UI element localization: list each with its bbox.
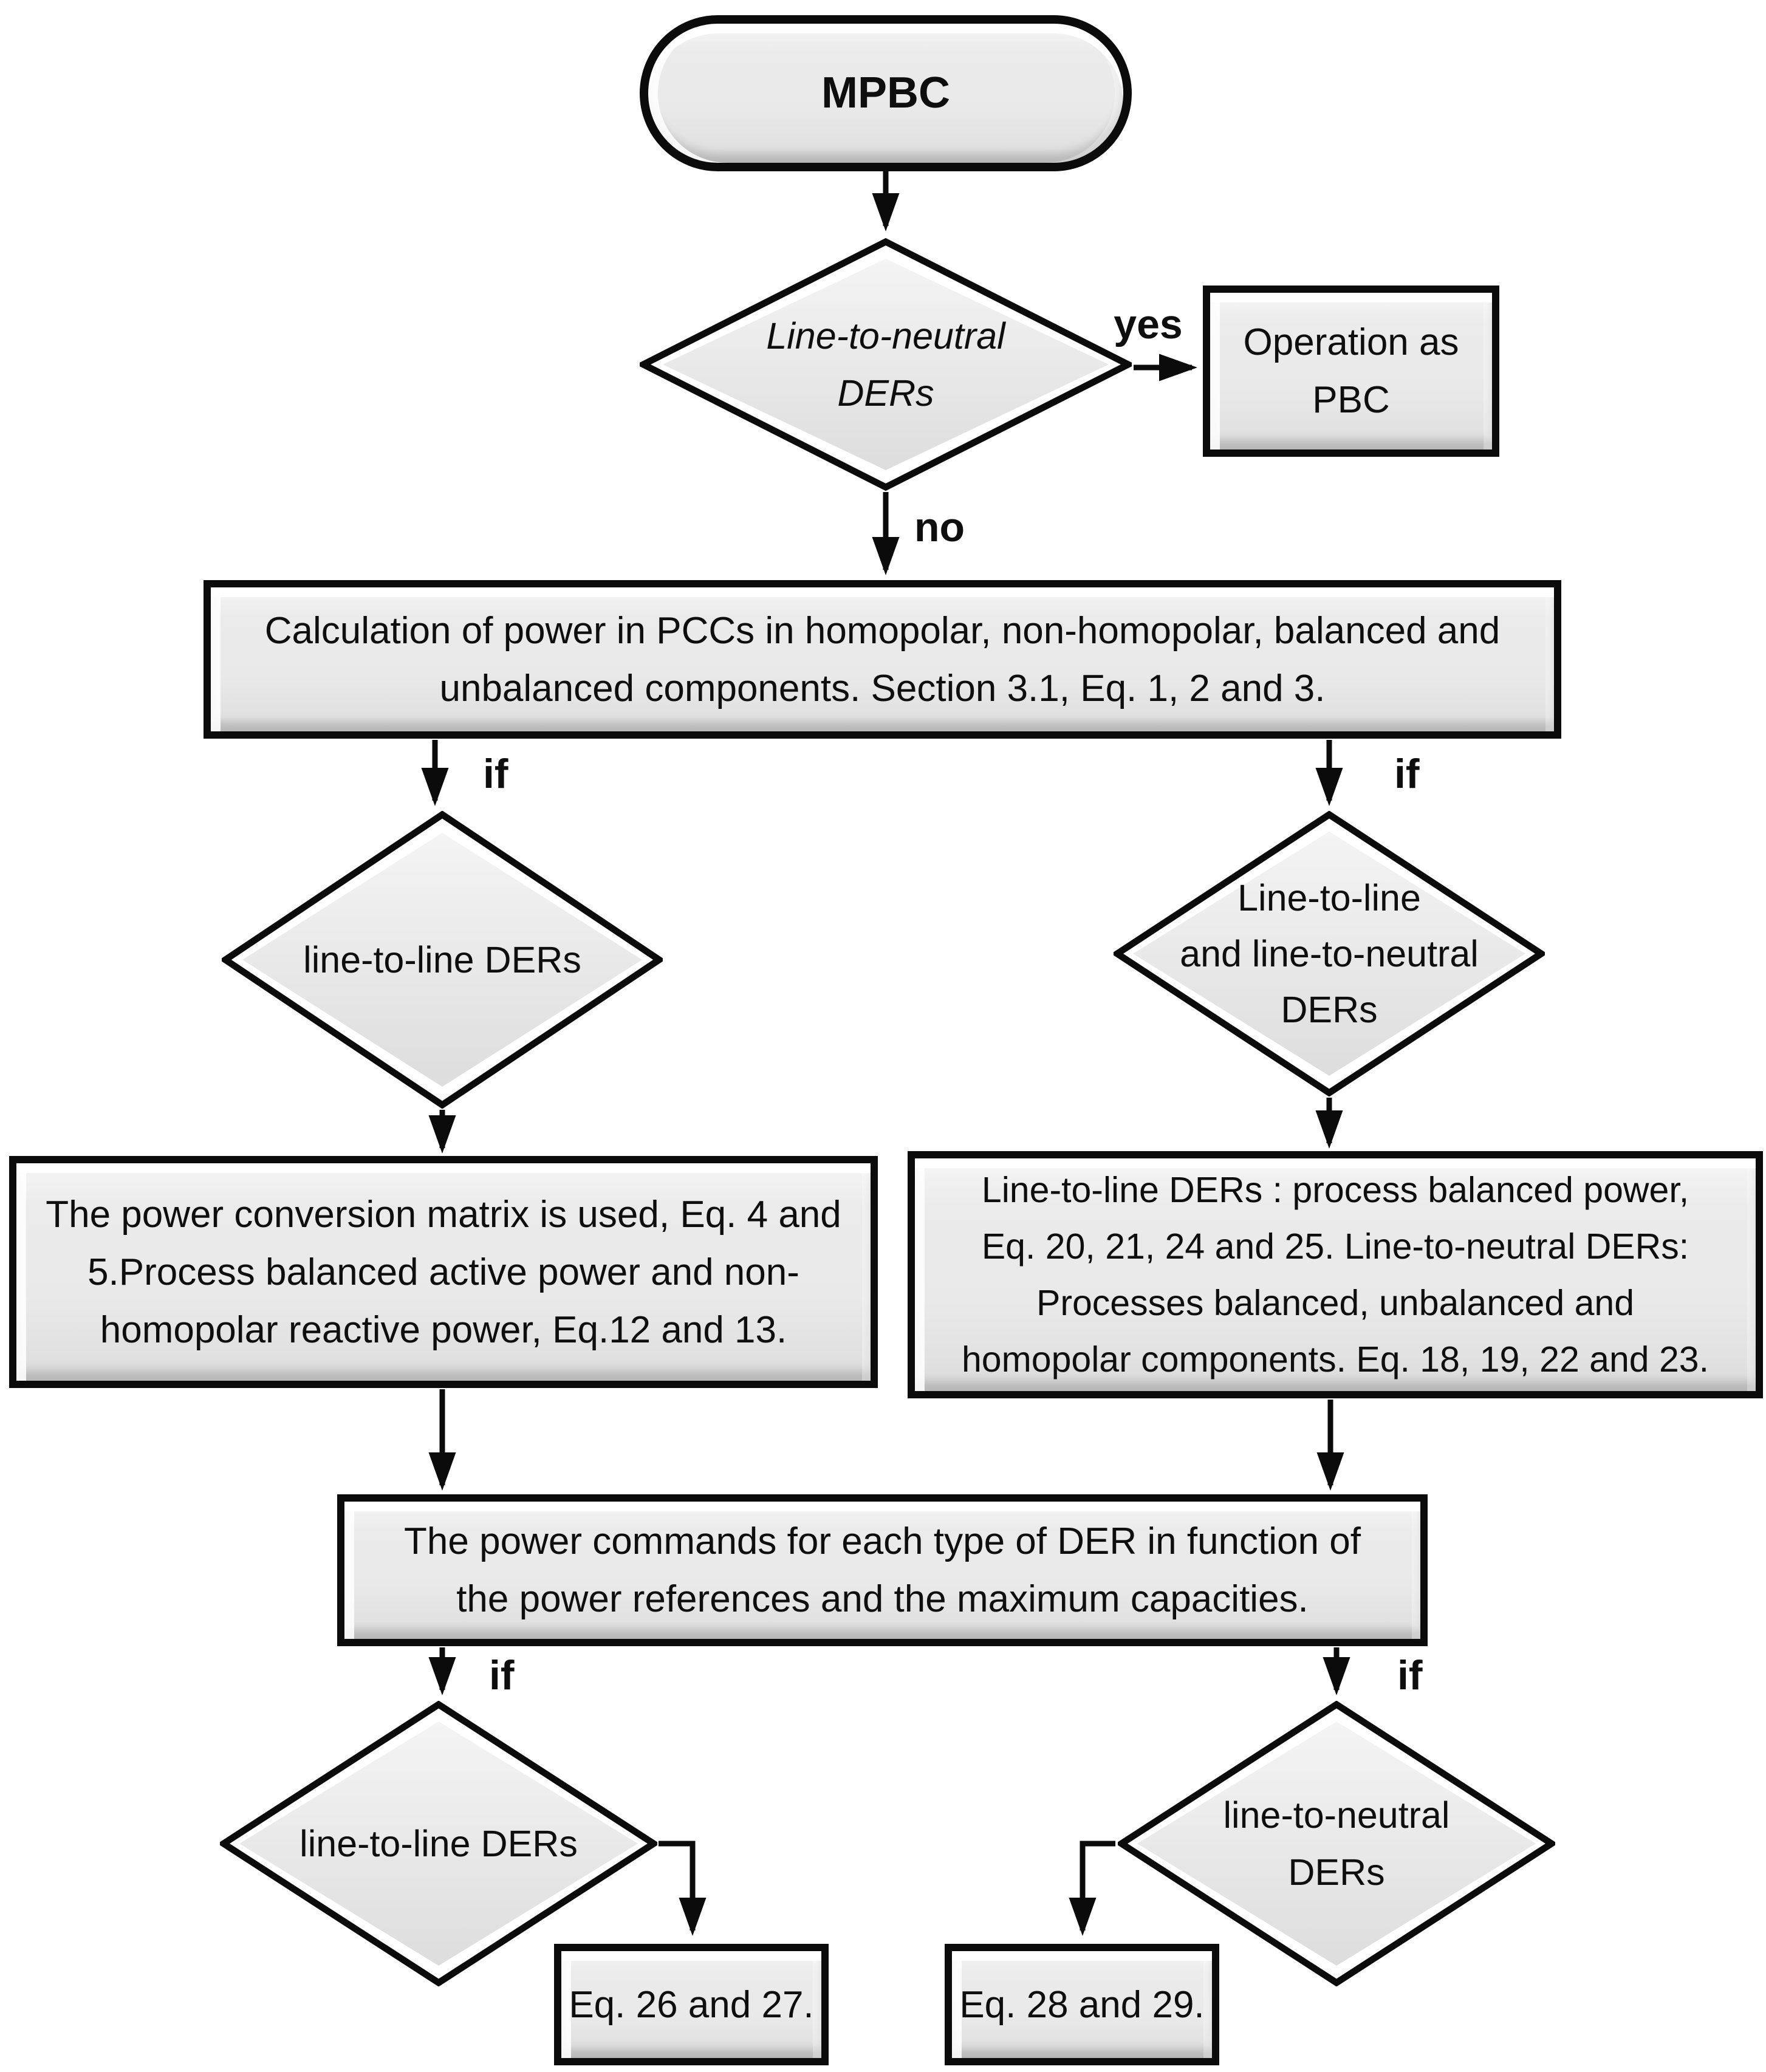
edge-label-if-right: if xyxy=(1394,751,1420,797)
edge-label-if-bottom-right: if xyxy=(1397,1652,1423,1698)
node-power-commands: The power commands for each type of DER … xyxy=(337,1494,1428,1646)
edge-label-if-bottom-left: if xyxy=(489,1652,515,1698)
edge-label-if-left: if xyxy=(483,751,508,797)
node-start-label: MPBC xyxy=(821,69,950,117)
diamond-bevel xyxy=(663,259,1109,470)
node-calc-power: Calculation of power in PCCs in homopola… xyxy=(204,580,1561,739)
node-power-matrix: The power conversion matrix is used, Eq.… xyxy=(9,1156,878,1388)
node-decision-l2n-final: line-to-neutral DERs xyxy=(1118,1701,1555,1986)
node-decision-l2l-final: line-to-line DERs xyxy=(220,1701,657,1986)
node-decision-line-and-neutral-label: Line-to-line and line-to-neutral DERs xyxy=(1180,877,1479,1030)
node-decision-line-to-line-label: line-to-line DERs xyxy=(303,939,581,980)
diamond-bevel xyxy=(242,833,642,1087)
edge-label-yes: yes xyxy=(1114,301,1183,347)
node-eq-28-29: Eq. 28 and 29. xyxy=(945,1944,1219,2065)
node-start: MPBC xyxy=(640,15,1132,171)
diamond-bevel xyxy=(1133,832,1525,1076)
node-eq-26-27: Eq. 26 and 27. xyxy=(554,1944,829,2065)
node-decision-l2l-final-label: line-to-line DERs xyxy=(299,1823,578,1864)
diamond-bevel xyxy=(239,1722,638,1966)
node-decision-der-type: Line-to-neutral DERs xyxy=(640,238,1132,491)
edge-l2n-final-to-eq28 xyxy=(1069,1841,1115,1936)
node-operation-pbc: Operation as PBC xyxy=(1203,285,1499,457)
edge-label-no: no xyxy=(914,504,965,550)
node-decision-l2n-final-label: line-to-neutral DERs xyxy=(1223,1794,1450,1893)
node-decision-der-type-label: Line-to-neutral DERs xyxy=(766,315,1005,414)
edge-l2l-final-to-eq26 xyxy=(659,1841,707,1936)
diamond-bevel xyxy=(1137,1722,1536,1966)
node-decision-line-and-neutral: Line-to-line and line-to-neutral DERs xyxy=(1114,811,1545,1096)
node-process-powers: Line-to-line DERs : process balanced pow… xyxy=(908,1151,1763,1398)
node-decision-line-to-line: line-to-line DERs xyxy=(222,811,663,1109)
